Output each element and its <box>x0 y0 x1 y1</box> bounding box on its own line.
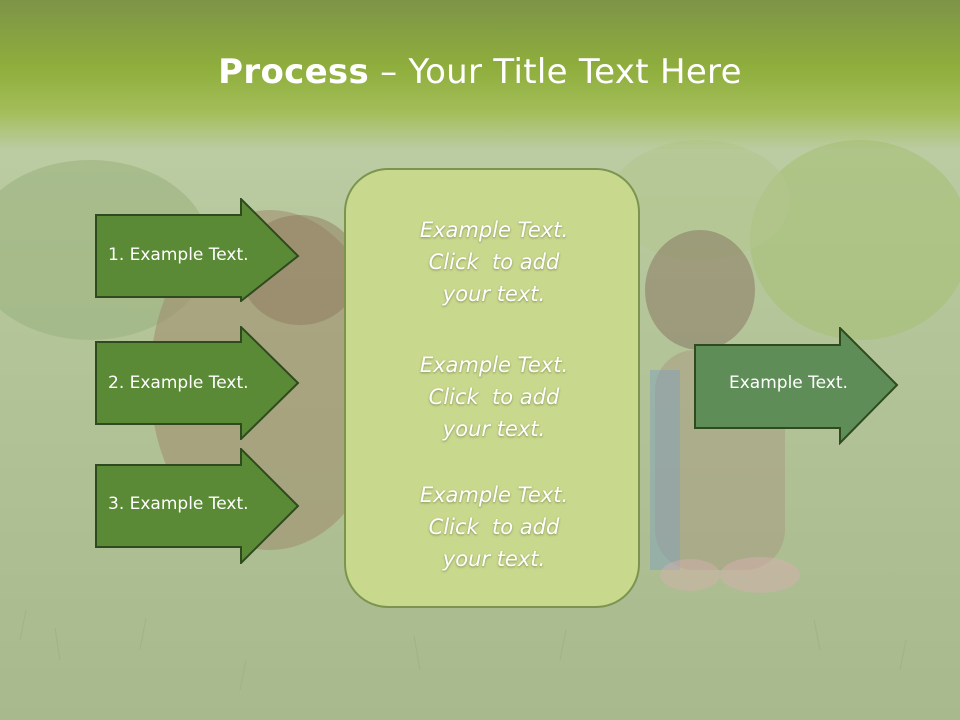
result-arrow[interactable] <box>694 327 900 445</box>
text-block-1-line1: Example Text. <box>419 218 569 242</box>
step-label-1: 1. Example Text. <box>108 245 249 265</box>
step-arrow-3[interactable] <box>95 448 301 564</box>
text-block-1[interactable]: Example Text. Click to add your text. <box>346 214 642 310</box>
page-title: Process – Your Title Text Here <box>0 52 960 92</box>
text-block-2-line1: Example Text. <box>419 353 569 377</box>
text-block-1-line2: Click to add <box>428 250 560 274</box>
text-block-3-line1: Example Text. <box>419 483 569 507</box>
text-block-1-line3: your text. <box>442 282 546 306</box>
header-band <box>0 0 960 150</box>
text-block-2-line2: Click to add <box>428 385 560 409</box>
text-block-3-line2: Click to add <box>428 515 560 539</box>
text-block-2[interactable]: Example Text. Click to add your text. <box>346 349 642 445</box>
step-arrow-2[interactable] <box>95 326 301 440</box>
title-rest: – Your Title Text Here <box>369 52 742 92</box>
text-block-3-line3: your text. <box>442 547 546 571</box>
step-arrow-1[interactable] <box>95 198 301 302</box>
step-label-3: 3. Example Text. <box>108 494 249 514</box>
result-label: Example Text. <box>729 373 848 393</box>
step-label-2: 2. Example Text. <box>108 373 249 393</box>
text-block-2-line3: your text. <box>442 417 546 441</box>
text-block-3[interactable]: Example Text. Click to add your text. <box>346 479 642 575</box>
title-bold: Process <box>218 52 370 92</box>
center-text-panel[interactable]: Example Text. Click to add your text. Ex… <box>344 168 640 608</box>
